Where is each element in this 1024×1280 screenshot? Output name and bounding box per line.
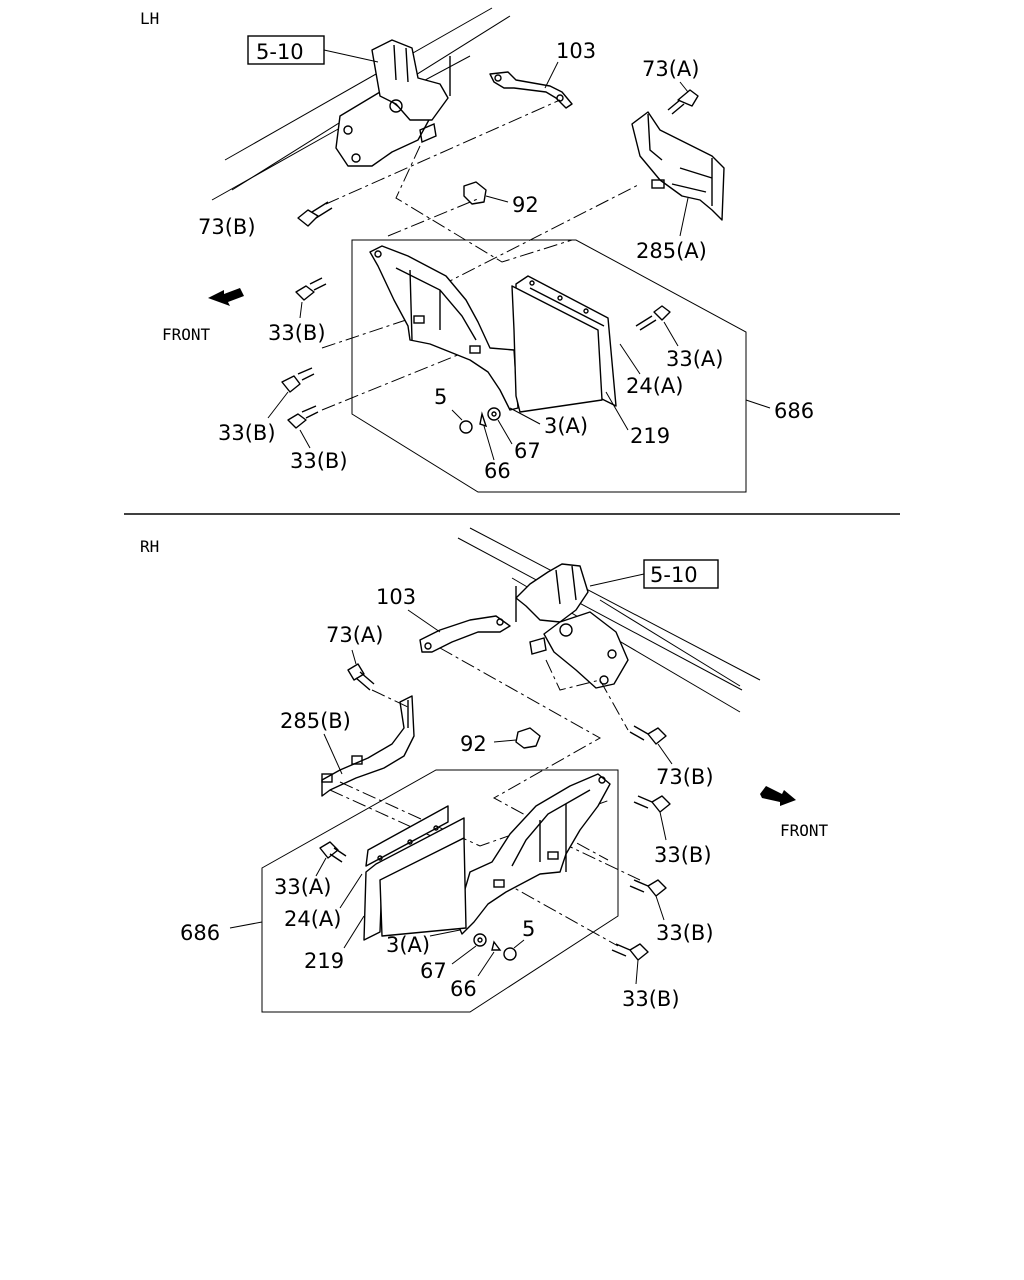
lh-callout-33b-2: 33(B) [218,421,276,445]
lh-callout-103: 103 [556,39,596,63]
lh-callout-73b: 73(B) [198,215,256,239]
rh-callout-33b-2: 33(B) [656,921,714,945]
rh-mud-guard [455,773,611,935]
rh-bolt-73a: 73(A) [326,623,383,691]
rh-section-label: RH [140,537,159,556]
rh-cab-mount-bracket [515,563,629,689]
rh-callout-103: 103 [376,585,416,609]
rh-bolt-33b-2: 33(B) [629,879,714,945]
lh-front-label: FRONT [162,325,211,344]
lh-callout-33b-1: 33(B) [268,321,326,345]
rh-ref-box: 5-10 [589,559,719,589]
rh-assembly-outline-686: 686 [180,769,619,1013]
rh-bolt-33b-1: 33(B) [633,795,712,867]
lh-section: LH 5-10 [140,7,814,493]
lh-bolt-73b: 73(B) [198,201,333,239]
lh-clip-92: 92 [463,181,539,217]
lh-assembly-outline-686: 686 [351,239,814,493]
rh-callout-686: 686 [180,921,220,945]
lh-nut-washer-group: 5 67 66 3(A) [434,385,588,483]
rh-callout-92: 92 [460,732,487,756]
lh-bolt-33b-1: 33(B) [268,277,327,345]
rh-callout-285b: 285(B) [280,709,351,733]
lh-callout-5: 5 [434,385,447,409]
lh-callout-686: 686 [774,399,814,423]
rh-callout-73a: 73(A) [326,623,383,647]
lh-bolt-33a: 33(A) [635,305,723,371]
rh-callout-67: 67 [420,959,447,983]
rh-bolt-33b-3: 33(B) [611,943,680,1011]
rh-splash-flap-219: 219 24(A) [284,805,467,973]
lh-callout-73a: 73(A) [642,57,699,81]
rh-bolt-33a: 33(A) [274,841,347,899]
lh-mud-guard [369,245,519,411]
lh-front-arrow-icon: FRONT [162,288,244,344]
rh-callout-5: 5 [522,917,535,941]
lh-callout-285a: 285(A) [636,239,707,263]
lh-bolt-33b-2: 33(B) [218,367,315,445]
lh-bolt-73a: 73(A) [642,57,699,115]
lh-callout-3a: 3(A) [544,414,588,438]
lh-callout-33b-3: 33(B) [290,449,348,473]
lh-callout-24a: 24(A) [626,374,683,398]
rh-callout-24a: 24(A) [284,907,341,931]
rh-nut-washer-group: 3(A) 67 66 5 [386,917,535,1001]
rh-callout-219: 219 [304,949,344,973]
rh-bracket-285b: 285(B) [280,695,415,797]
rh-front-arrow-icon: FRONT [760,786,829,840]
lh-part-103-bar: 103 [489,39,596,109]
rh-callout-3a: 3(A) [386,933,430,957]
rh-bolt-73b: 73(B) [629,725,714,789]
lh-cab-mount-bracket [335,39,451,167]
rh-ref-box-label: 5-10 [650,563,698,587]
rh-part-103-bar: 103 [376,585,511,653]
rh-section: RH 5-10 10 [140,527,829,1013]
lh-section-label: LH [140,9,159,28]
lh-splash-flap-219: 219 [511,275,670,448]
rh-callout-33b-1: 33(B) [654,843,712,867]
lh-bolt-33b-3: 33(B) [287,405,348,473]
lh-bracket-285a: 285(A) [631,111,725,263]
lh-callout-92: 92 [512,193,539,217]
lh-callout-66: 66 [484,459,511,483]
rh-callout-33b-3: 33(B) [622,987,680,1011]
lh-callout-219: 219 [630,424,670,448]
lh-ref-box-label: 5-10 [256,40,304,64]
rh-callout-33a: 33(A) [274,875,331,899]
rh-front-label: FRONT [780,821,829,840]
rh-callout-66: 66 [450,977,477,1001]
lh-ref-box: 5-10 [247,35,379,65]
lh-strip-24a: 24(A) [619,343,683,398]
lh-callout-33a: 33(A) [666,347,723,371]
rh-clip-92: 92 [460,727,541,756]
rh-callout-73b: 73(B) [656,765,714,789]
lh-callout-67: 67 [514,439,541,463]
